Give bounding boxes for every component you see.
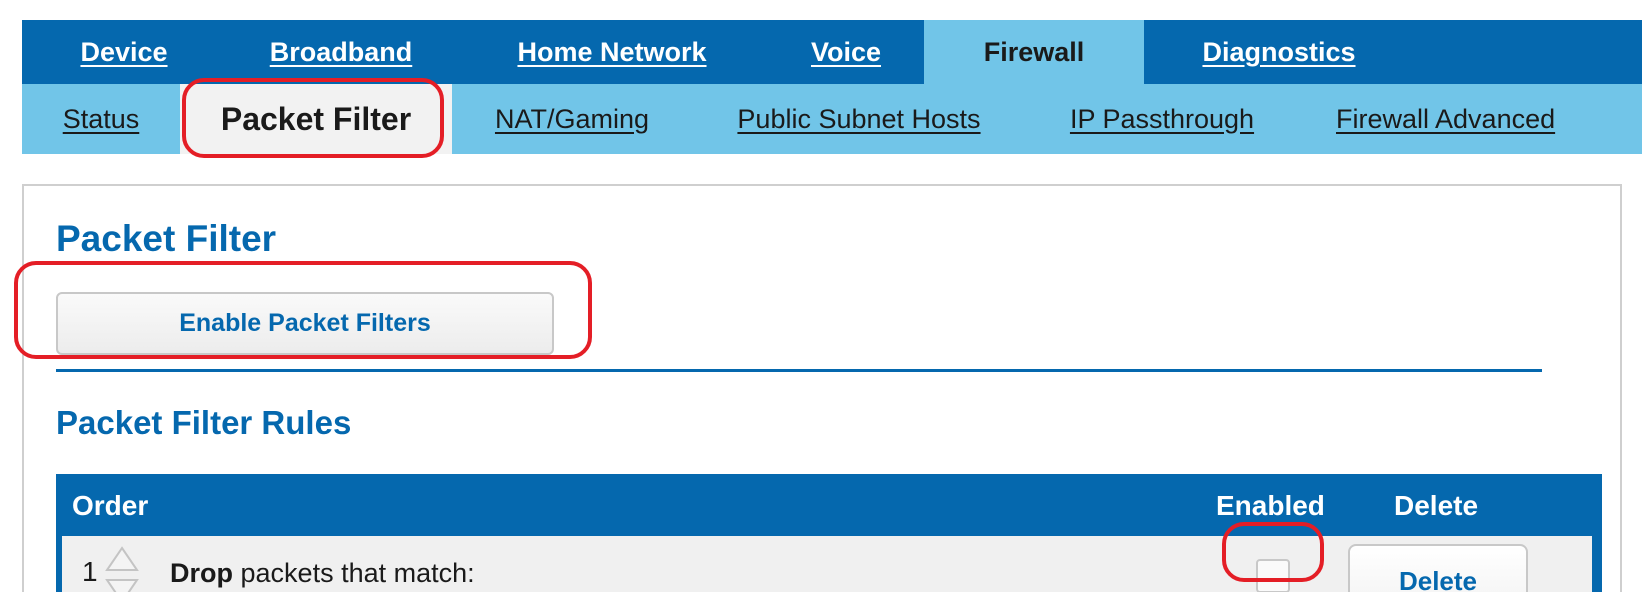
subtab-ip-passthrough[interactable]: IP Passthrough bbox=[1069, 103, 1255, 134]
subtab-packet-filter[interactable]: Packet Filter bbox=[180, 84, 452, 154]
tab-voice[interactable]: Voice bbox=[810, 36, 882, 67]
tab-home-network[interactable]: Home Network bbox=[517, 36, 707, 67]
header-enabled: Enabled bbox=[1216, 490, 1325, 521]
enable-packet-filters-button[interactable]: Enable Packet Filters bbox=[56, 292, 554, 355]
rule-action: Drop bbox=[170, 558, 233, 588]
top-nav: Device Broadband Home Network Voice Fire… bbox=[22, 20, 1642, 84]
sub-nav: Status Packet Filter NAT/Gaming Public S… bbox=[22, 84, 1642, 154]
tab-device[interactable]: Device bbox=[80, 36, 168, 67]
tab-firewall[interactable]: Firewall bbox=[924, 20, 1144, 84]
section-divider bbox=[56, 369, 1542, 372]
rules-table-header: Order Enabled Delete bbox=[56, 474, 1602, 536]
move-up-icon[interactable] bbox=[104, 546, 140, 572]
order-stepper bbox=[104, 546, 140, 592]
delete-rule-button[interactable]: Delete bbox=[1348, 544, 1528, 592]
page-title: Packet Filter bbox=[56, 218, 277, 259]
rules-section-title: Packet Filter Rules bbox=[56, 404, 352, 441]
subtab-nat-gaming[interactable]: NAT/Gaming bbox=[494, 103, 650, 134]
rule-match-text: packets that match: bbox=[240, 558, 475, 588]
table-row: 1 Drop packets that match: Dele bbox=[62, 536, 1592, 592]
rule-order-number: 1 bbox=[82, 556, 98, 587]
tab-diagnostics[interactable]: Diagnostics bbox=[1202, 36, 1356, 67]
subtab-firewall-advanced[interactable]: Firewall Advanced bbox=[1336, 103, 1556, 134]
subtab-status[interactable]: Status bbox=[62, 103, 140, 134]
header-order: Order bbox=[72, 490, 149, 521]
packet-filter-panel: Packet Filter Enable Packet Filters Pack… bbox=[22, 184, 1622, 592]
header-delete: Delete bbox=[1394, 490, 1479, 521]
rule-description: Drop packets that match: bbox=[170, 558, 475, 589]
move-down-icon[interactable] bbox=[104, 578, 140, 592]
tab-broadband[interactable]: Broadband bbox=[269, 36, 413, 67]
rule-enabled-checkbox[interactable] bbox=[1256, 559, 1290, 592]
subtab-public-subnet-hosts[interactable]: Public Subnet Hosts bbox=[737, 103, 981, 134]
packet-filter-rules-table: Order Enabled Delete 1 bbox=[56, 474, 1602, 592]
